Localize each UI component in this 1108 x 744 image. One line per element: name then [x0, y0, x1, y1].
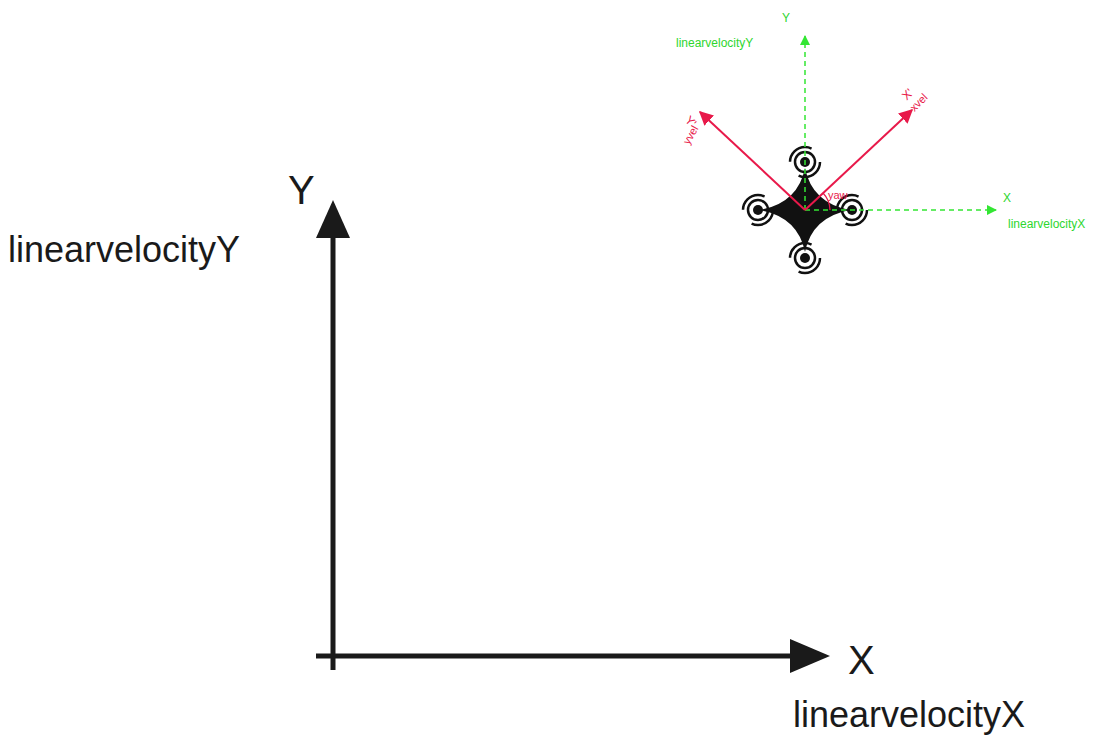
- world-axes: [316, 200, 830, 673]
- velocity-name: linearvelocityY: [8, 232, 240, 268]
- velocity-name: linearvelocityX: [793, 697, 1025, 733]
- axis-name: X: [1003, 192, 1011, 204]
- axis-name: Y: [782, 12, 790, 24]
- velocity-name: yvel: [681, 124, 700, 146]
- axis-name: Y: [288, 170, 315, 210]
- local-axes: [805, 36, 996, 210]
- axis-name: X: [848, 640, 875, 680]
- body-axes: [700, 110, 912, 210]
- velocity-name: linearvelocityX: [1008, 218, 1085, 230]
- angle-name: yaw: [828, 190, 848, 201]
- velocity-name: linearvelocityY: [676, 37, 753, 49]
